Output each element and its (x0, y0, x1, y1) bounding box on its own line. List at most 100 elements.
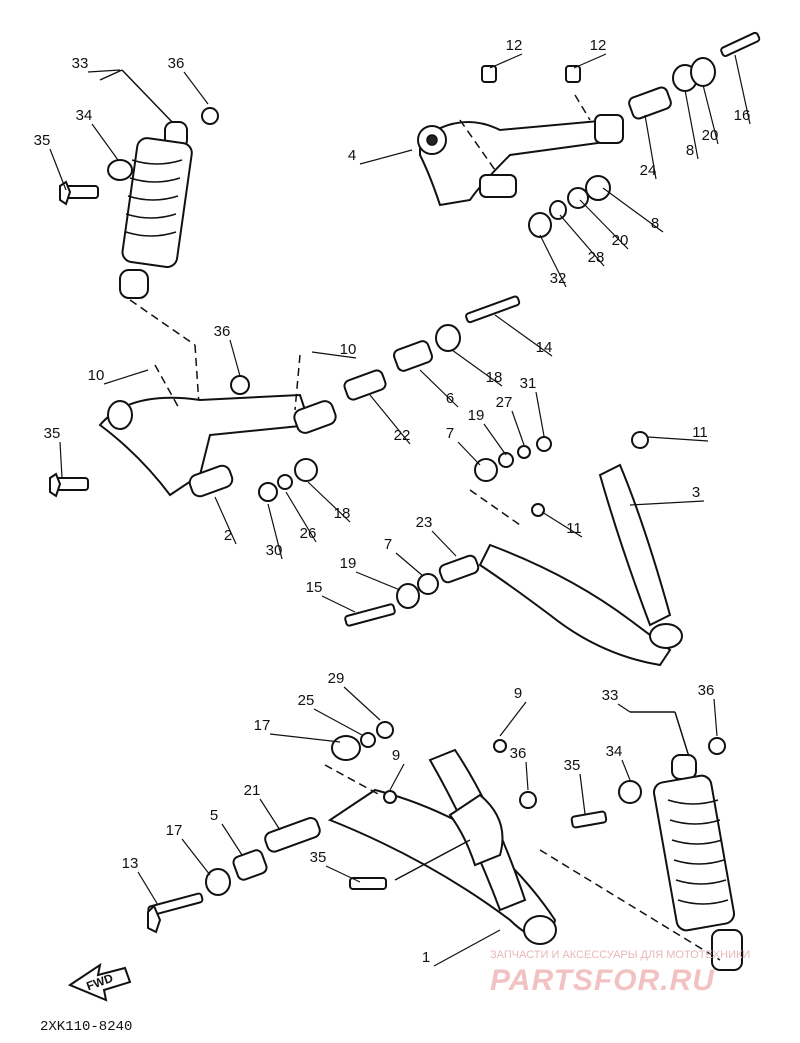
middle-right-a-arm (344, 431, 683, 667)
callout-leader-line (395, 552, 424, 577)
callout-number: 21 (244, 782, 261, 799)
callout-number: 7 (446, 425, 454, 442)
callout-number: 8 (686, 142, 694, 159)
callout-leader-line (483, 423, 507, 456)
callout-leader-line (137, 871, 159, 906)
callout-number: 17 (254, 717, 271, 734)
callout-number: 23 (416, 514, 433, 531)
callout-leader-line (359, 149, 413, 165)
callout-leader-line (103, 369, 149, 385)
callout-number: 34 (606, 743, 623, 760)
callout-number: 35 (564, 757, 581, 774)
callout-number: 7 (384, 536, 392, 553)
callout-leader-line (617, 703, 631, 713)
callout-number: 12 (590, 37, 607, 54)
watermark-top-text: ЗАПЧАСТИ И АКСЕССУАРЫ ДЛЯ МОТОТЕХНИКИ (490, 949, 750, 961)
watermark-brand: PARTSFOR.RU (490, 964, 715, 997)
callout-leader-line (355, 571, 401, 591)
callout-number: 35 (34, 132, 51, 149)
callout-leader-line (499, 701, 527, 737)
callout-number: 29 (328, 670, 345, 687)
callout-number: 5 (210, 807, 218, 824)
callout-leader-line (541, 511, 583, 538)
callout-number: 15 (306, 579, 323, 596)
callout-leader-line (259, 798, 281, 831)
callout-leader-line (579, 773, 586, 815)
callout-leader-line (713, 698, 718, 737)
callout-number: 9 (392, 747, 400, 764)
callout-number: 35 (310, 849, 327, 866)
callout-number: 25 (298, 692, 315, 709)
callout-leader-line (451, 349, 503, 387)
callout-number: 33 (602, 687, 619, 704)
callout-number: 2 (224, 527, 232, 544)
callout-leader-line (419, 369, 459, 408)
callout-leader-line (343, 686, 381, 721)
callout-number: 22 (394, 427, 411, 444)
callout-number: 26 (300, 525, 317, 542)
callout-leader-line (629, 500, 705, 506)
callout-leader-line (229, 339, 241, 377)
callout-number: 28 (588, 249, 605, 266)
callout-number: 31 (520, 375, 537, 392)
callout-leader-line (702, 84, 719, 145)
callout-number: 1 (422, 949, 430, 966)
callout-leader-line (644, 114, 657, 180)
middle-left-a-arm (49, 295, 521, 502)
callout-leader-line (647, 436, 709, 442)
callout-number: 16 (734, 107, 751, 124)
callout-leader-line (684, 89, 699, 160)
callout-number: 19 (468, 407, 485, 424)
callout-number: 11 (566, 520, 582, 537)
callout-number: 18 (334, 505, 351, 522)
callout-number: 10 (340, 341, 357, 358)
callout-leader-line (87, 69, 121, 73)
lower-a-arm (147, 721, 557, 945)
callout-leader-line (91, 123, 119, 161)
callout-number: 36 (698, 682, 715, 699)
callout-number: 36 (510, 745, 527, 762)
callout-number: 30 (266, 542, 283, 559)
callout-leader-line (311, 351, 357, 359)
callout-number: 10 (88, 367, 105, 384)
callout-leader-line (734, 54, 751, 125)
callout-leader-line (313, 708, 363, 736)
callout-number: 12 (506, 37, 523, 54)
upper-a-arm (417, 31, 761, 238)
callout-number: 13 (122, 855, 139, 872)
callout-leader-line (285, 491, 317, 543)
callout-leader-line (602, 187, 664, 233)
callout-leader-line (307, 481, 351, 523)
callout-number: 36 (168, 55, 185, 72)
callout-leader-line (457, 441, 481, 466)
callout-leader-line (269, 733, 341, 743)
callout-leader-line (59, 441, 63, 479)
callout-leader-line (431, 530, 457, 557)
callout-leader-line (369, 394, 411, 445)
shock-absorber-lower-right (539, 711, 743, 971)
callout-number: 18 (486, 369, 503, 386)
callout-leader-line (49, 148, 67, 191)
callout-number: 24 (640, 162, 657, 179)
callout-leader-line (389, 763, 405, 791)
callout-number: 36 (214, 323, 231, 340)
callout-leader-line (183, 71, 209, 105)
callout-number: 32 (550, 270, 567, 287)
callout-number: 9 (514, 685, 522, 702)
callout-leader-line (494, 314, 553, 357)
callout-leader-line (539, 234, 567, 288)
callout-number: 6 (446, 390, 454, 407)
diagram-code: 2XK110-8240 (40, 1019, 132, 1035)
callout-number: 17 (166, 822, 183, 839)
callout-leader-line (621, 759, 631, 781)
callout-leader-line (573, 53, 607, 69)
callout-leader-line (535, 391, 545, 437)
callout-leader-line (321, 595, 356, 613)
callout-leader-line (489, 53, 523, 69)
callout-number: 20 (702, 127, 719, 144)
callout-number: 4 (348, 147, 356, 164)
callout-number: 27 (496, 394, 513, 411)
callout-number: 11 (692, 424, 708, 441)
